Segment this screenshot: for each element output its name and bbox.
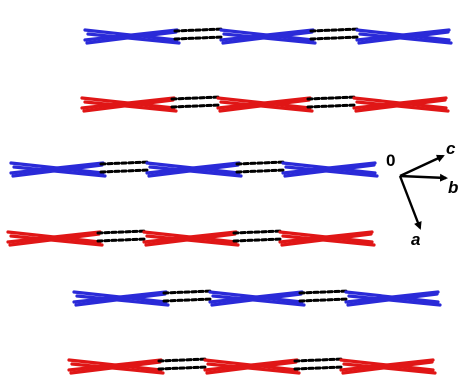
molecule <box>145 161 243 178</box>
layer-row <box>80 95 450 113</box>
layer-row <box>83 27 453 45</box>
axis-b-label: b <box>448 178 458 197</box>
molecule-strand <box>339 358 435 372</box>
intermolecular-contact <box>298 289 350 295</box>
molecule <box>352 96 450 113</box>
molecule <box>281 161 379 178</box>
molecule <box>216 96 314 113</box>
intermolecular-contact <box>232 237 284 243</box>
molecule-strand <box>218 98 311 113</box>
molecule-strand <box>280 232 373 247</box>
molecule <box>80 96 178 113</box>
molecule-strand <box>67 358 163 372</box>
layer-row <box>72 289 442 307</box>
intermolecular-contact <box>157 365 209 371</box>
molecule <box>9 161 107 178</box>
molecule-strand <box>354 98 447 113</box>
molecule <box>6 230 104 247</box>
layer-row <box>67 357 437 375</box>
molecule <box>208 290 306 307</box>
molecule-strand <box>344 290 440 304</box>
axis-c-arrow <box>399 154 445 178</box>
intermolecular-contact <box>162 289 214 295</box>
crystal-axes: 0 c b a <box>386 139 458 249</box>
axis-origin-label: 0 <box>386 151 395 170</box>
molecule-strand <box>9 161 105 175</box>
molecule-strand <box>281 161 377 175</box>
intermolecular-contact <box>162 297 214 303</box>
intermolecular-contact <box>173 35 225 41</box>
molecule-strand <box>69 360 162 375</box>
axis-a-arrow <box>398 175 422 230</box>
molecule-strand <box>142 230 238 244</box>
molecule <box>67 358 165 375</box>
axis-a-label: a <box>411 230 420 249</box>
molecule-strand <box>6 230 102 244</box>
intermolecular-contact <box>99 160 151 166</box>
molecule-strand <box>208 290 304 304</box>
layer-row <box>9 160 379 178</box>
molecule <box>72 290 170 307</box>
molecule-strand <box>346 292 439 307</box>
intermolecular-contact <box>235 168 287 174</box>
intermolecular-contact <box>293 357 345 363</box>
molecule-strand <box>85 30 178 45</box>
molecule-strand <box>8 232 101 247</box>
molecule-strand <box>357 30 450 45</box>
intermolecular-contact <box>298 297 350 303</box>
molecule <box>344 290 442 307</box>
molecule <box>219 28 317 45</box>
molecule <box>339 358 437 375</box>
molecule <box>278 230 376 247</box>
molecule-strand <box>80 96 176 110</box>
molecule-strand <box>352 96 448 110</box>
intermolecular-contact <box>309 27 361 33</box>
molecule-strand <box>283 163 376 178</box>
molecule <box>83 28 181 45</box>
molecule <box>142 230 240 247</box>
intermolecular-contact <box>96 229 148 235</box>
molecule-strand <box>147 163 240 178</box>
axis-b-arrow <box>399 173 448 182</box>
layer-row <box>6 229 376 247</box>
molecule-strand <box>210 292 303 307</box>
intermolecular-contact <box>170 103 222 109</box>
molecule-strand <box>221 30 314 45</box>
intermolecular-contact <box>96 237 148 243</box>
molecule-strand <box>82 98 175 113</box>
intermolecular-contact <box>232 229 284 235</box>
molecule-strand <box>145 161 241 175</box>
intermolecular-contact <box>170 95 222 101</box>
molecule-strand <box>72 290 168 304</box>
molecule-strand <box>355 28 451 42</box>
molecule-strand <box>216 96 312 110</box>
intermolecular-contact <box>306 103 358 109</box>
intermolecular-contact <box>173 27 225 33</box>
intermolecular-contact <box>99 168 151 174</box>
molecule-strand <box>205 360 298 375</box>
molecule-strand <box>11 163 104 178</box>
molecule <box>203 358 301 375</box>
intermolecular-contact <box>293 365 345 371</box>
molecule-strand <box>341 360 434 375</box>
molecule-strand <box>278 230 374 244</box>
intermolecular-contact <box>157 357 209 363</box>
molecule-strand <box>219 28 315 42</box>
molecule-strand <box>144 232 237 247</box>
intermolecular-contact <box>235 160 287 166</box>
intermolecular-contact <box>306 95 358 101</box>
intermolecular-contact <box>309 35 361 41</box>
molecule <box>355 28 453 45</box>
molecule-strand <box>83 28 179 42</box>
molecular-layers <box>6 27 453 375</box>
axis-c-label: c <box>446 139 456 158</box>
molecule-strand <box>74 292 167 307</box>
molecule-strand <box>203 358 299 372</box>
